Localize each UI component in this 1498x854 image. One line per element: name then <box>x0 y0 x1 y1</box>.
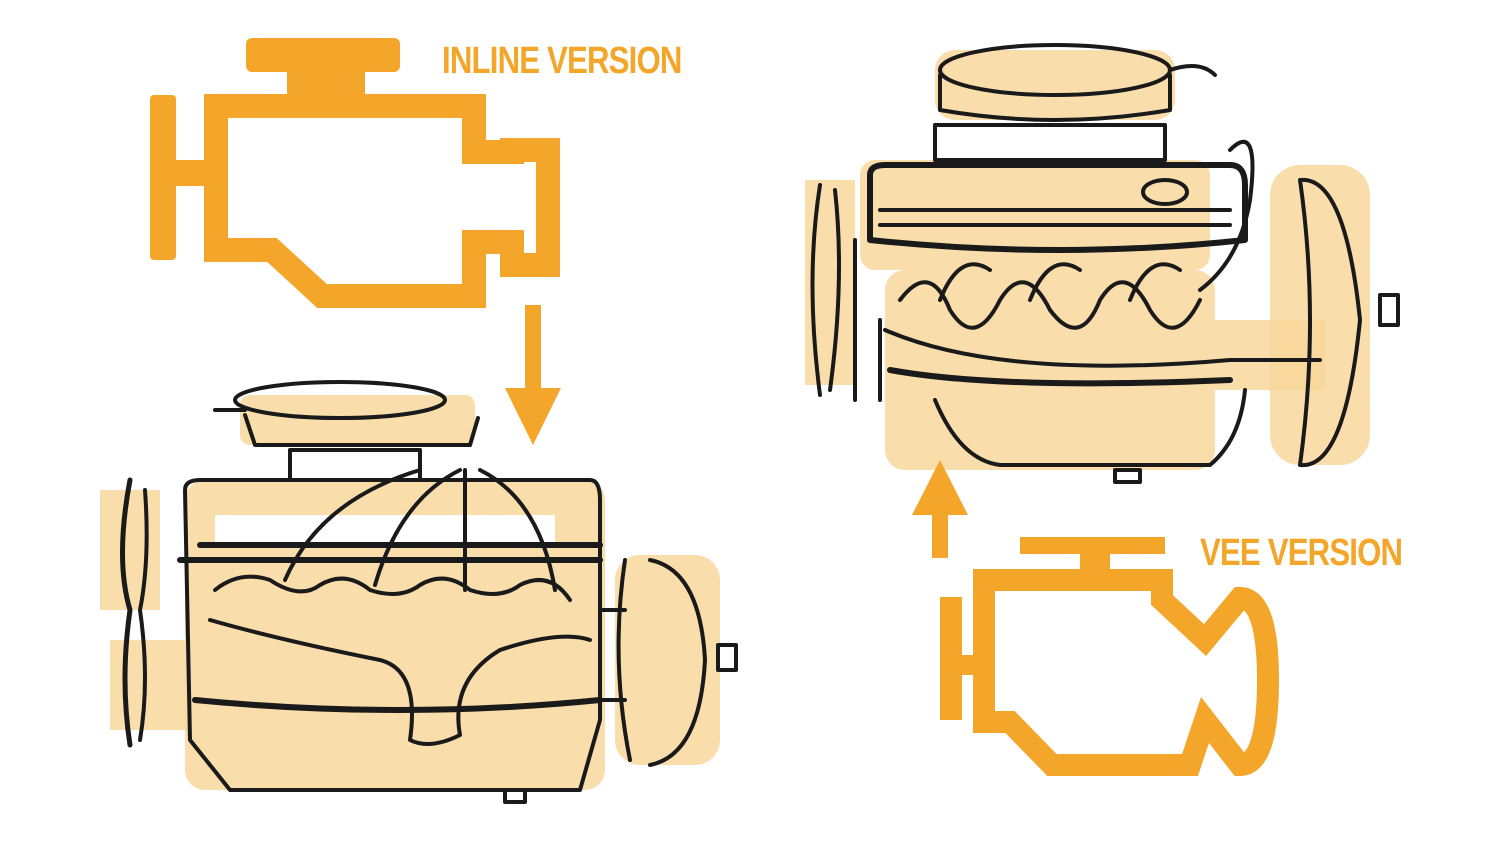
arrow-down-icon <box>505 305 561 445</box>
arrow-up-icon <box>912 460 968 558</box>
inline-version-label: INLINE VERSION <box>442 40 682 82</box>
vee-engine-warning-icon <box>940 537 1280 777</box>
vee-engine-sketch <box>805 43 1400 484</box>
inline-engine-warning-icon <box>150 38 560 308</box>
inline-engine-sketch <box>100 380 738 804</box>
vee-version-label: VEE VERSION <box>1200 532 1403 574</box>
